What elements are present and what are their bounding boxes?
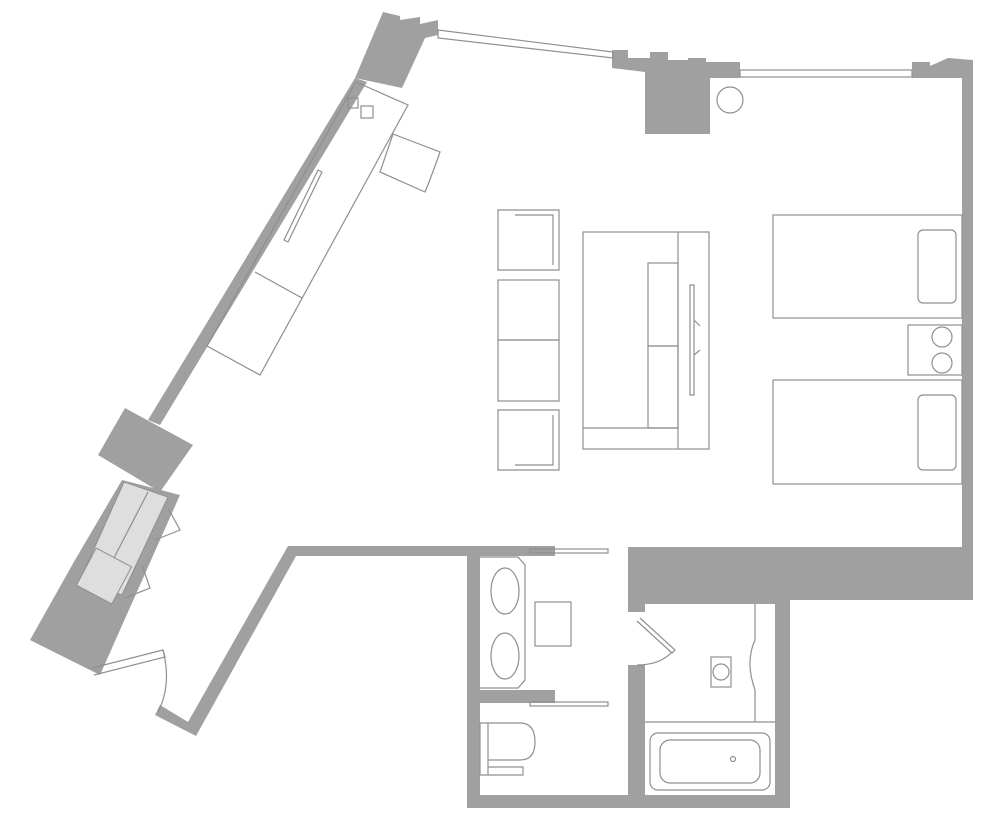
pillar-top xyxy=(612,50,740,134)
wall-bottom-block xyxy=(628,547,973,808)
wall-diagonal-left xyxy=(148,78,367,425)
bed-2 xyxy=(772,379,963,485)
nightstand-lamp-1 xyxy=(931,326,953,348)
basin-counter xyxy=(749,604,756,722)
vanity-stool xyxy=(534,601,572,647)
daybed-cushion-1 xyxy=(647,262,679,347)
sliding-door-toilet xyxy=(529,701,609,707)
nightstand-lamp-2 xyxy=(931,352,953,374)
entry-door-swing xyxy=(157,649,168,713)
round-table xyxy=(716,86,744,114)
wall-corridor xyxy=(155,546,555,736)
bathroom xyxy=(645,604,775,791)
lounge xyxy=(497,209,710,471)
bath-door-swing xyxy=(636,651,673,666)
sofa-seat-1 xyxy=(497,279,560,341)
pillar-left xyxy=(98,408,193,492)
desk-chair xyxy=(379,133,441,193)
armchair-bottom xyxy=(497,409,560,471)
tv-panel xyxy=(283,169,323,243)
desk-phone xyxy=(360,105,374,119)
desk-lamp xyxy=(347,97,359,109)
closet-door-1 xyxy=(154,507,181,541)
doors xyxy=(91,507,676,713)
toilet xyxy=(479,722,536,776)
windows xyxy=(437,29,913,78)
nightstand xyxy=(907,324,963,376)
window-top-left xyxy=(437,29,614,59)
bath-door xyxy=(636,617,676,654)
wall-bath-middle xyxy=(628,665,645,808)
sofa-seat-2 xyxy=(497,339,560,402)
wall-bath-left xyxy=(467,548,480,808)
closet xyxy=(75,481,169,605)
bath-stool-seat xyxy=(712,663,730,681)
wall-vanity-divider xyxy=(480,690,555,703)
sliding-door-vanity xyxy=(529,548,609,554)
bathtub xyxy=(649,732,771,791)
bed-2-pillow xyxy=(917,394,957,471)
bathtub-inner xyxy=(659,739,761,784)
walls xyxy=(30,12,973,808)
pillar-top-left xyxy=(355,12,438,88)
vanity-counter xyxy=(480,556,526,689)
armchair-top xyxy=(497,209,560,271)
desk-area xyxy=(206,81,744,376)
window-top-right xyxy=(739,69,913,78)
sink-2 xyxy=(490,632,520,680)
desk xyxy=(206,81,409,376)
bed-1-pillow xyxy=(917,229,957,304)
tablet-holder xyxy=(689,284,701,396)
beds xyxy=(772,214,963,485)
sink-1 xyxy=(490,567,520,615)
bed-1 xyxy=(772,214,963,319)
bath-stool xyxy=(710,656,732,688)
desk-divider xyxy=(254,271,303,299)
closet-shelf xyxy=(75,547,133,605)
wall-right xyxy=(912,58,973,600)
vanity-room xyxy=(479,556,572,776)
closet-door-2 xyxy=(124,564,151,599)
daybed xyxy=(582,231,710,450)
daybed-cushion-2 xyxy=(647,345,679,429)
bathtub-drain xyxy=(729,755,737,763)
